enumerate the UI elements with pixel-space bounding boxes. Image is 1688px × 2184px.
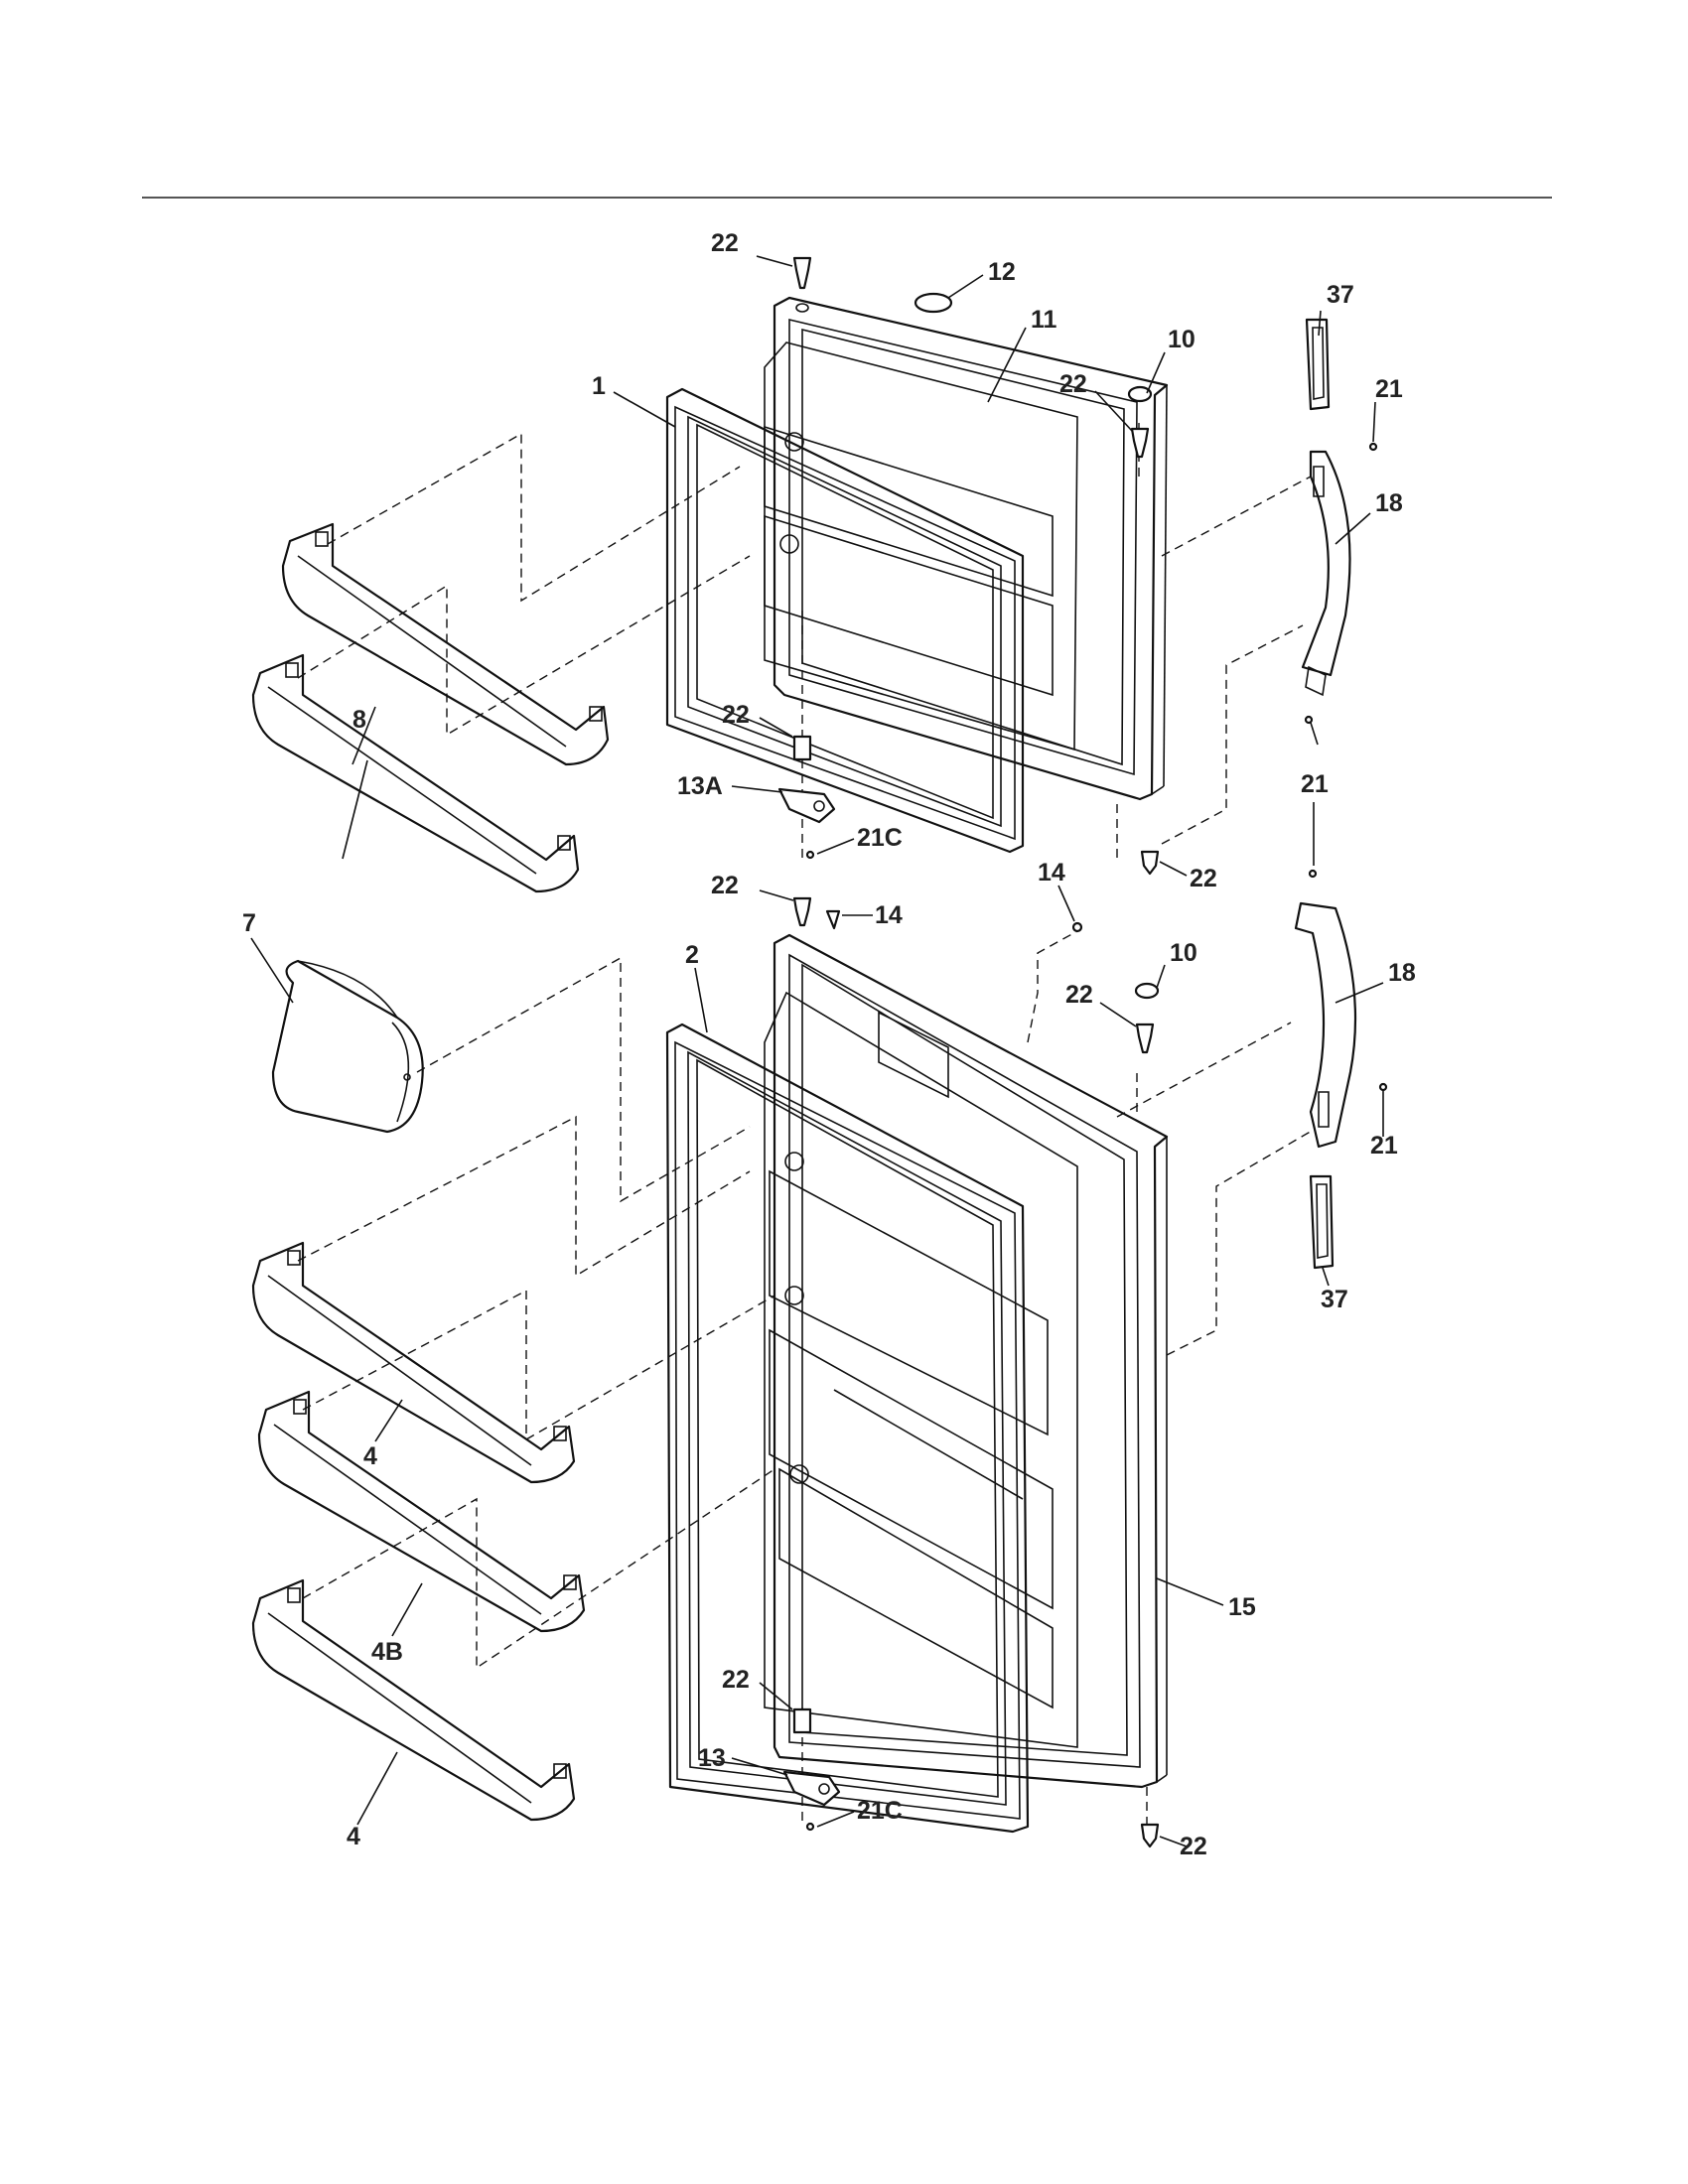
label-bushing-22-lower-hinge: 22 xyxy=(722,1666,750,1694)
freezer-door-gasket xyxy=(665,387,1025,854)
shelf-4b-part xyxy=(257,1390,586,1633)
label-screw-21c-upper: 21C xyxy=(857,824,903,852)
label-freezer-outer-door: 11 xyxy=(1031,306,1057,334)
label-screw-21-top: 21 xyxy=(1375,375,1403,403)
label-plug-top: 10 xyxy=(1168,326,1196,353)
label-top-cap: 12 xyxy=(988,258,1016,286)
label-screw-21c-lower: 21C xyxy=(857,1797,903,1825)
end-cap-bottom-part xyxy=(1309,1174,1335,1270)
bushing-22-middle-left-part xyxy=(792,896,812,927)
label-end-cap-bottom: 37 xyxy=(1321,1286,1348,1313)
bushing-22-upper-hinge-part xyxy=(792,735,812,761)
label-door-fresh-food: 2 xyxy=(685,941,699,969)
fresh-door-gasket xyxy=(665,1023,1030,1834)
plug-bottom-part xyxy=(1134,982,1160,1000)
screw-21c-lower-part xyxy=(805,1822,815,1832)
bushing-22-bottom-part xyxy=(1140,1823,1160,1848)
screw-14-left-part xyxy=(825,909,841,930)
handle-lower-part xyxy=(1294,901,1357,1149)
screw-14-right-part xyxy=(1071,921,1083,933)
label-hinge-13: 13 xyxy=(698,1744,726,1772)
screw-21-lower-part xyxy=(1378,1082,1388,1092)
label-fresh-outer-door: 15 xyxy=(1228,1593,1256,1621)
freezer-shelf-lower xyxy=(251,653,580,893)
label-hinge-13a: 13A xyxy=(677,772,723,800)
shelf-4-mid-part xyxy=(251,1241,576,1484)
label-screw-21-mid: 21 xyxy=(1301,770,1329,798)
label-handle-lower: 18 xyxy=(1388,959,1416,987)
label-bushing-22-upper-hinge: 22 xyxy=(722,701,750,729)
label-bushing-22-upper-right: 22 xyxy=(1059,370,1087,398)
label-door-freezer: 1 xyxy=(592,372,606,400)
hinge-13a-part xyxy=(777,787,836,824)
label-shelf-4-bottom: 4 xyxy=(347,1823,360,1850)
plug-top-part xyxy=(1127,385,1153,403)
label-bushing-22-bottom: 22 xyxy=(1180,1833,1207,1860)
label-bushing-22-lower-right: 22 xyxy=(1065,981,1093,1009)
freezer-outer-door xyxy=(773,296,1169,801)
label-screw-14-right: 14 xyxy=(1038,859,1065,887)
screw-21-mid-part xyxy=(1304,715,1314,725)
label-freezer-shelf: 8 xyxy=(352,706,366,734)
label-bushing-22-top: 22 xyxy=(711,229,739,257)
label-plug-bottom: 10 xyxy=(1170,939,1197,967)
shelf-4-bottom-part xyxy=(251,1578,576,1822)
label-screw-21-lower: 21 xyxy=(1370,1132,1398,1160)
label-handle-upper: 18 xyxy=(1375,489,1403,517)
label-bushing-22-middle-left: 22 xyxy=(711,872,739,899)
end-cap-top-part xyxy=(1305,318,1331,411)
label-screw-14-left: 14 xyxy=(875,901,903,929)
egg-butter-bin-part xyxy=(271,959,424,1134)
label-bushing-22-upper-bottom: 22 xyxy=(1190,865,1217,892)
label-egg-butter-bin: 7 xyxy=(242,909,256,937)
label-end-cap-top: 37 xyxy=(1327,281,1354,309)
freezer-inner-liner xyxy=(764,341,1078,751)
fresh-outer-door xyxy=(773,933,1169,1789)
bushing-22-lower-hinge-part xyxy=(792,1707,812,1734)
leader-lines xyxy=(250,255,1384,1847)
screw-21c-upper-part xyxy=(805,850,815,860)
screw-21-top-part xyxy=(1368,442,1378,452)
fresh-inner-liner xyxy=(764,991,1078,1748)
label-shelf-4b: 4B xyxy=(371,1638,403,1666)
handle-upper-part xyxy=(1301,450,1351,697)
bushing-22-upper-right-part xyxy=(1130,427,1150,459)
bushing-22-top-part xyxy=(792,256,812,313)
freezer-shelf-upper xyxy=(281,522,610,766)
bushing-22-lower-right-part xyxy=(1135,1023,1155,1054)
bushing-22-upper-bottom-part xyxy=(1140,850,1160,876)
screw-21-lower-top-part xyxy=(1308,869,1318,879)
label-shelf-4-mid: 4 xyxy=(363,1442,377,1470)
top-cap-part xyxy=(914,292,953,314)
hinge-13-part xyxy=(782,1770,841,1807)
